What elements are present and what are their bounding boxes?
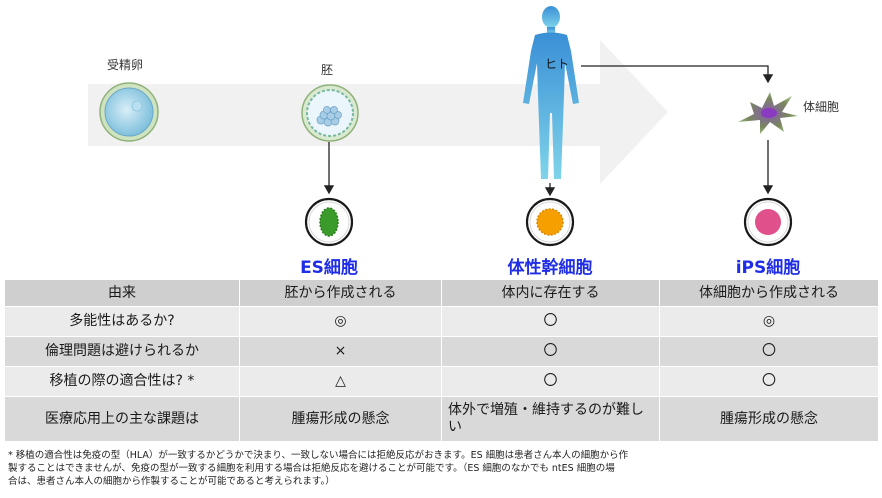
somatic-cell-label: 体細胞 [803,100,840,114]
embryo-icon [301,84,359,142]
header-cell: 体細胞から作成される [659,279,879,307]
table-cell: ◎ [659,306,879,337]
table-cell: 〇 [441,366,660,397]
table-cell: 〇 [659,366,879,397]
row-label: 移植の際の適合性は? * [4,366,240,397]
header-cell: 胚から作成される [239,279,442,307]
table-cell: 〇 [659,336,879,367]
table-header-row: 由来 胚から作成される 体内に存在する 体細胞から作成される [4,279,879,307]
human-figure-icon [523,6,579,179]
table-cell: 〇 [441,336,660,367]
comparison-table: 由来 胚から作成される 体内に存在する 体細胞から作成される 多能性はあるか? … [4,279,879,442]
row-label: 倫理問題は避けられるか [4,336,240,367]
table-row: 多能性はあるか? ◎ 〇 ◎ [4,306,879,337]
header-cell: 体内に存在する [441,279,660,307]
es-cell-title: ES細胞 [300,258,358,278]
table-row: 医療応用上の主な課題は 腫瘍形成の懸念 体外で増殖・維持するのが難しい 腫瘍形成… [4,396,879,442]
row-label: 多能性はあるか? [4,306,240,337]
ips-cell-icon [743,197,793,247]
table-row: 移植の際の適合性は? * △ 〇 〇 [4,366,879,397]
table-cell: △ [239,366,442,397]
human-label: ヒト [545,57,570,71]
es-cell-icon [304,197,354,247]
table-row: 倫理問題は避けられるか × 〇 〇 [4,336,879,367]
fertilized-egg-icon [99,82,159,142]
fertilized-egg-label: 受精卵 [107,58,144,72]
table-cell: 〇 [441,306,660,337]
footnote-line: 合は、患者さん本人の細胞から作製することが可能であると考えられます。） [8,476,335,487]
table-cell: ◎ [239,306,442,337]
row-label: 医療応用上の主な課題は [4,396,240,442]
flow-arrow-background [88,40,668,184]
footnote: * 移植の適合性は免疫の型（HLA）が一致するかどうかで決まり、一致しない場合に… [8,449,874,488]
ips-cell-title: iPS細胞 [735,258,801,278]
somatic-stem-cell-title: 体性幹細胞 [507,258,593,278]
table-cell: 腫瘍形成の懸念 [659,396,879,442]
table-cell: × [239,336,442,367]
footnote-line: * 移植の適合性は免疫の型（HLA）が一致するかどうかで決まり、一致しない場合に… [8,450,629,461]
somatic-cell-icon [738,92,798,134]
table-cell: 体外で増殖・維持するのが難しい [441,396,660,442]
somatic-stem-cell-icon [525,197,575,247]
footnote-line: 製することはできませんが、免疫の型が一致する細胞を利用する場合は拒絶反応を避ける… [8,463,615,474]
table-cell: 腫瘍形成の懸念 [239,396,442,442]
header-cell: 由来 [4,279,240,307]
connector-arrows [323,65,774,197]
embryo-label: 胚 [321,63,334,77]
